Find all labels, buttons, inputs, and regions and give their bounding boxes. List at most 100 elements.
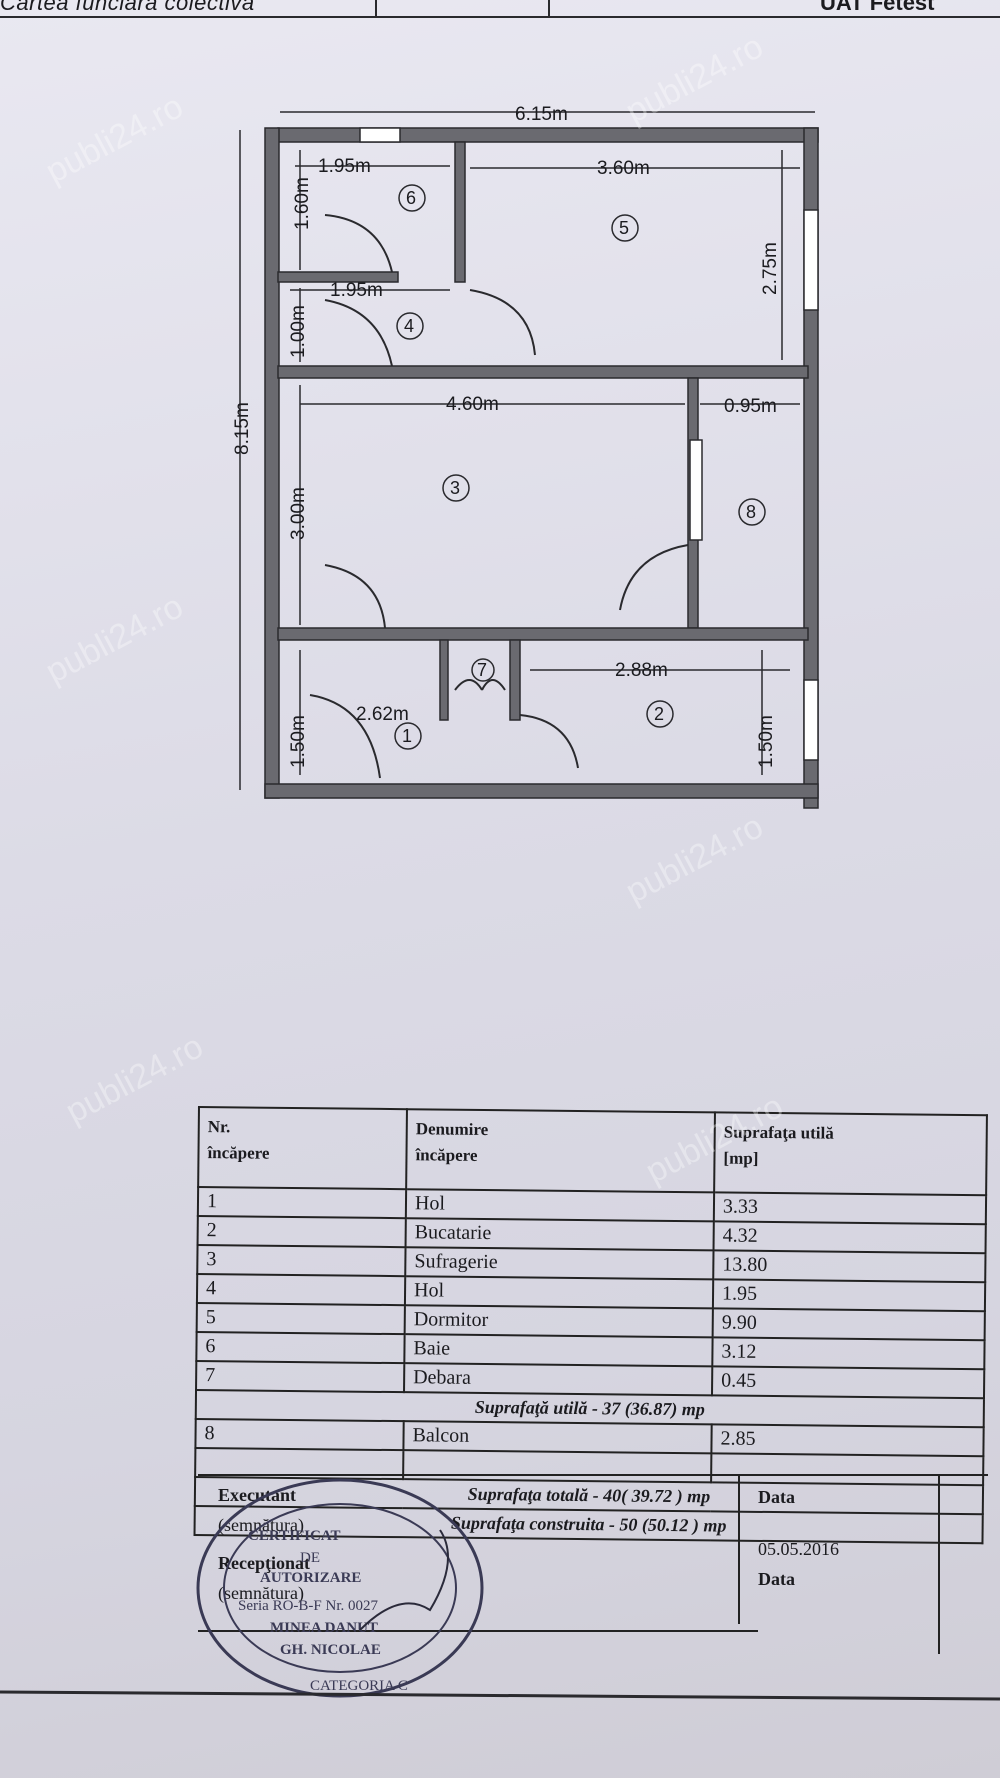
data-value: 05.05.2016	[758, 1539, 839, 1559]
receptionat-label: Recepţionat	[218, 1553, 310, 1573]
cell-nr: 6	[196, 1331, 405, 1364]
cell-area: 13.80	[713, 1250, 986, 1283]
dim-room3-width: 4.60m	[446, 394, 499, 415]
executant-sub: (semnătura)	[218, 1515, 304, 1535]
dim-room2-width: 2.88m	[615, 660, 668, 681]
header-nr-line1: Nr.	[207, 1117, 231, 1137]
data-label: Data	[758, 1569, 795, 1589]
header-divider	[375, 0, 377, 16]
dim-room2-height: 1.50m	[756, 715, 777, 768]
wall-7-right	[509, 639, 521, 721]
cell-name: Bucatarie	[405, 1218, 714, 1251]
room-number-7: 7	[477, 660, 487, 680]
cell-nr: 1	[197, 1187, 407, 1219]
window-kitchen	[803, 679, 819, 761]
dim-total-height: 8.15m	[232, 402, 253, 455]
door-bath	[324, 214, 393, 273]
divider	[198, 1474, 988, 1476]
room-number-2: 2	[654, 704, 664, 724]
room-number-1: 1	[402, 726, 412, 746]
signature-left: Executant (semnătura) Recepţionat (semnă…	[218, 1480, 310, 1608]
dim-room5-height: 2.75m	[760, 242, 781, 295]
room-number-8: 8	[746, 502, 756, 522]
window-bedroom	[803, 209, 819, 311]
floor-plan: 6.15m 8.15m 1.95m 1.60m 3.60m 2.75m 1.95…	[232, 104, 819, 809]
cell-area: 4.32	[713, 1221, 986, 1254]
stamp-line: Seria RO-B-F Nr. 0027	[238, 1598, 378, 1614]
dim-total-width: 6.15m	[515, 104, 568, 125]
cell-name: Baie	[404, 1334, 713, 1367]
dim-room6-width: 1.95m	[318, 156, 371, 177]
door-bedroom	[469, 289, 536, 356]
dim-room1-height: 1.50m	[288, 715, 309, 768]
cell-name: Debara	[404, 1363, 713, 1396]
cell-nr: 7	[196, 1360, 405, 1393]
left-wall	[264, 127, 280, 799]
cell-area: 3.33	[713, 1192, 987, 1225]
cell-nr: 3	[197, 1245, 406, 1277]
dim-room1-width: 2.62m	[356, 704, 409, 725]
stamp-line: MINEA DANUT	[270, 1620, 378, 1636]
header-area-line1: Suprafaţa utilă	[723, 1122, 834, 1143]
cell-area: 3.12	[712, 1337, 985, 1370]
header-area: Suprafaţa utilă [mp]	[714, 1112, 987, 1196]
signature-right: Data 05.05.2016 Data	[758, 1482, 839, 1594]
door-storage-b	[481, 679, 506, 691]
cell-nr: 4	[196, 1274, 406, 1306]
room-number-5: 5	[619, 218, 629, 238]
dim-room3-height: 3.00m	[288, 487, 309, 540]
top-wall	[277, 127, 819, 143]
signature-block: Executant (semnătura) Recepţionat (semnă…	[198, 1474, 988, 1680]
door-hall4	[324, 299, 393, 367]
divider	[938, 1474, 940, 1654]
header-name: Denumire încăpere	[406, 1109, 715, 1193]
cell-area: 0.45	[711, 1366, 985, 1399]
dim-room4-width: 1.95m	[330, 280, 383, 301]
wall-6-5	[454, 141, 466, 283]
wall-6-4	[277, 271, 399, 283]
cell-nr: 8	[195, 1418, 404, 1451]
cell-name: Hol	[405, 1189, 715, 1222]
door-living	[324, 564, 386, 629]
dim-room5-width: 3.60m	[597, 158, 650, 179]
door-balcony	[619, 544, 689, 611]
wall-lower-row	[277, 627, 809, 641]
cell-name: Balcon	[403, 1421, 712, 1454]
header-name-line1: Denumire	[415, 1119, 489, 1140]
header-right-text: UAT Fetest	[820, 0, 935, 15]
header-left-text: Cartea funciara colectiva	[0, 0, 255, 15]
stamp-line: DE	[300, 1550, 320, 1566]
cell-area: 1.95	[712, 1279, 986, 1312]
dim-room4-height: 1.00m	[288, 305, 309, 358]
cell-name: Sufragerie	[405, 1247, 714, 1280]
handwritten-signature	[359, 1529, 449, 1631]
header-nr-line2: încăpere	[207, 1143, 270, 1163]
dim-room6-height: 1.60m	[292, 177, 313, 230]
header-nr: Nr. încăpere	[198, 1107, 407, 1190]
bottom-wall	[264, 783, 819, 799]
watermark: publi24.ro	[59, 1027, 210, 1131]
data-label: Data	[758, 1487, 795, 1507]
window-bath	[359, 127, 401, 143]
receptionat-sub: (semnătura)	[218, 1583, 304, 1603]
stamp-line: AUTORIZARE	[260, 1570, 361, 1586]
divider	[738, 1474, 740, 1624]
table-header-row: Nr. încăpere Denumire încăpere Suprafaţa…	[198, 1107, 987, 1196]
cell-name: Dormitor	[404, 1305, 713, 1338]
header-strip: Cartea funciara colectiva UAT Fetest	[0, 0, 1000, 18]
divider	[198, 1630, 758, 1632]
cell-nr: 5	[196, 1302, 405, 1335]
dim-room8-width: 0.95m	[724, 396, 777, 417]
header-area-line2: [mp]	[723, 1148, 759, 1168]
room-number-4: 4	[404, 316, 414, 336]
room-number-3: 3	[450, 478, 460, 498]
stamp-line: GH. NICOLAE	[280, 1642, 381, 1658]
cell-name: Hol	[404, 1276, 714, 1309]
cell-area: 2.85	[711, 1424, 984, 1457]
header-name-line2: încăpere	[415, 1145, 478, 1165]
cell-area: 9.90	[712, 1308, 985, 1341]
cell-nr: 2	[197, 1216, 406, 1248]
stamp-ring-text: CATEGORIA C	[310, 1678, 408, 1694]
header-divider	[548, 0, 550, 16]
window-living	[689, 439, 703, 541]
